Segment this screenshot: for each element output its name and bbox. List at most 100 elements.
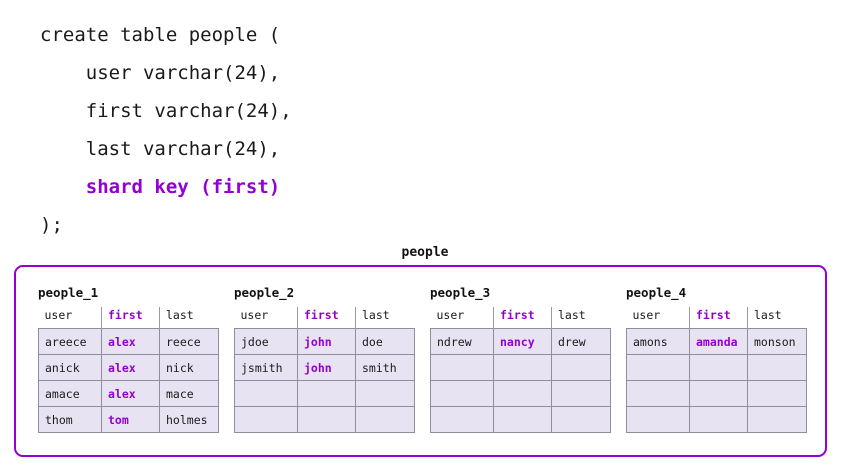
column-header-last: last: [362, 308, 390, 322]
table-cell-user: amons: [626, 328, 690, 355]
table-cell-empty: [430, 406, 494, 433]
table-cell-empty: [430, 380, 494, 407]
sql-line-4: last varchar(24),: [40, 138, 281, 160]
table-cell-user: thom: [38, 406, 102, 433]
column-header-user: user: [430, 307, 494, 329]
column-header-last: last: [558, 308, 586, 322]
table-cell-user: ndrew: [430, 328, 494, 355]
table-cell-empty: [430, 354, 494, 381]
table-row: [430, 406, 611, 433]
table-cell-empty: [297, 380, 356, 407]
table-cell-first: john: [297, 354, 356, 381]
table-cell-first: tom: [101, 406, 160, 433]
column-header-first: first: [101, 307, 160, 329]
table-cell-last: reece: [159, 328, 219, 355]
sql-line-1: create table people (: [40, 24, 281, 46]
table-cell-empty: [689, 380, 748, 407]
table-cell-first: amanda: [689, 328, 748, 355]
table-cell-empty: [551, 406, 611, 433]
sql-line-3: first varchar(24),: [40, 100, 292, 122]
column-header-last: last: [166, 308, 194, 322]
table-cell-empty: [747, 354, 807, 381]
table-cell-first: alex: [101, 354, 160, 381]
people-table-title: people: [401, 245, 449, 260]
table-cell-empty: [493, 354, 552, 381]
table-cell-user: amace: [38, 380, 102, 407]
table-row: [430, 380, 611, 407]
table-cell-empty: [689, 354, 748, 381]
table-cell-empty: [297, 406, 356, 433]
table-cell-last: mace: [159, 380, 219, 407]
column-header-user: user: [234, 307, 298, 329]
table-cell-first: alex: [101, 328, 160, 355]
shard-name-label: people_4: [626, 285, 687, 300]
table-cell-empty: [551, 354, 611, 381]
column-header-first: first: [493, 307, 552, 329]
table-cell-user: anick: [38, 354, 102, 381]
table-row: [626, 380, 807, 407]
column-header-user: user: [38, 307, 102, 329]
table-cell-last: doe: [355, 328, 415, 355]
table-row: [234, 406, 415, 433]
table-cell-first: alex: [101, 380, 160, 407]
shard-name-label: people_1: [38, 285, 99, 300]
table-cell-empty: [747, 406, 807, 433]
table-cell-last: nick: [159, 354, 219, 381]
table-cell-empty: [626, 354, 690, 381]
table-cell-empty: [493, 406, 552, 433]
table-cell-empty: [234, 380, 298, 407]
table-cell-last: smith: [355, 354, 415, 381]
table-cell-empty: [626, 380, 690, 407]
table-cell-user: jsmith: [234, 354, 298, 381]
sql-line-5: shard key (first): [40, 176, 281, 198]
sql-line-6: );: [40, 214, 63, 236]
table-cell-empty: [689, 406, 748, 433]
table-cell-empty: [355, 406, 415, 433]
table-cell-last: holmes: [159, 406, 219, 433]
column-header-first: first: [297, 307, 356, 329]
sql-code-block: create table people ( user varchar(24), …: [40, 16, 540, 244]
table-cell-user: areece: [38, 328, 102, 355]
table-row: [430, 354, 611, 381]
table-cell-empty: [747, 380, 807, 407]
table-row: [626, 406, 807, 433]
table-cell-empty: [234, 406, 298, 433]
table-cell-empty: [493, 380, 552, 407]
column-header-first: first: [689, 307, 748, 329]
column-header-last: last: [754, 308, 782, 322]
table-cell-first: nancy: [493, 328, 552, 355]
table-cell-last: drew: [551, 328, 611, 355]
table-cell-last: monson: [747, 328, 807, 355]
table-cell-empty: [551, 380, 611, 407]
table-row: [234, 380, 415, 407]
table-cell-first: john: [297, 328, 356, 355]
sql-line-2: user varchar(24),: [40, 62, 281, 84]
shard-name-label: people_2: [234, 285, 295, 300]
table-cell-empty: [626, 406, 690, 433]
column-header-user: user: [626, 307, 690, 329]
table-cell-user: jdoe: [234, 328, 298, 355]
shard-name-label: people_3: [430, 285, 491, 300]
table-cell-empty: [355, 380, 415, 407]
